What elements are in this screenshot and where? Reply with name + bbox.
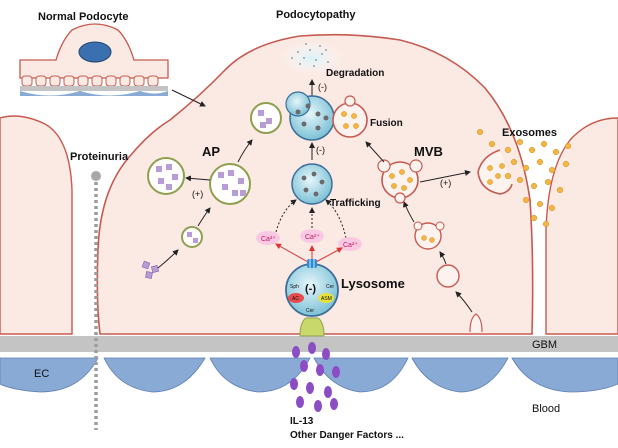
ec-label: EC — [34, 368, 49, 380]
ac-label: AC — [292, 296, 299, 302]
trafficking-label: Trafficking — [330, 198, 381, 209]
autophagy-pathway — [141, 139, 253, 279]
lysosome-label: Lysosome — [341, 276, 405, 291]
membrane-receptor — [299, 317, 325, 337]
degradation-label: Degradation — [326, 68, 384, 79]
normal-podocyte — [19, 23, 169, 96]
left-neighbor-cell — [0, 115, 73, 335]
trafficking-lysosome — [291, 163, 333, 205]
ap-label: AP — [202, 144, 220, 159]
normal-podocyte-title: Normal Podocyte — [38, 11, 128, 23]
mvb-label: MVB — [414, 144, 443, 159]
ap-sign: (+) — [192, 189, 203, 199]
ac-enzyme — [288, 293, 304, 303]
lysosome-sign: (-) — [305, 283, 316, 295]
blood-label: Blood — [532, 403, 560, 415]
proteinuria-label: Proteinuria — [70, 151, 129, 163]
right-neighbor-cell — [545, 117, 618, 335]
mvb-sign: (+) — [440, 178, 451, 188]
calcium-label-2: Ca²⁺ — [305, 233, 320, 241]
gbm-band — [0, 336, 618, 352]
asm-label: ASM — [321, 296, 332, 302]
danger-factors-label: Other Danger Factors ... — [290, 430, 404, 441]
danger-factors — [290, 342, 340, 412]
proteinuria-protein — [91, 171, 101, 181]
gbm-label: GBM — [532, 339, 557, 351]
lysosome-cer-label: Cer — [326, 284, 334, 290]
nucleus — [78, 41, 112, 63]
degradation-cloud — [282, 42, 342, 74]
exosomes — [476, 128, 572, 228]
fusion-complex — [250, 91, 368, 141]
trpml1-channel — [307, 259, 317, 268]
lysosome-sph-label: Sph — [290, 284, 299, 290]
fusion-label: Fusion — [370, 118, 403, 129]
calcium-trafficking-arrows — [275, 199, 347, 239]
exosomes-label: Exosomes — [502, 127, 557, 139]
normal-to-injured-arrow — [171, 89, 206, 107]
fusion-sign: (-) — [316, 145, 325, 155]
cer-receptor-label: Cer — [306, 308, 314, 314]
il13-label: IL-13 — [290, 416, 314, 427]
calcium-label-3: Ca²⁺ — [343, 241, 358, 249]
asm-enzyme — [318, 293, 334, 303]
calcium-label-1: Ca²⁺ — [261, 235, 276, 243]
main-lysosome — [285, 259, 339, 317]
degradation-sign: (-) — [318, 82, 327, 92]
degradation-particles — [291, 43, 329, 67]
calcium-ions — [256, 229, 362, 251]
podocytopathy-title: Podocytopathy — [276, 9, 356, 21]
mvb-pathway — [365, 141, 513, 333]
